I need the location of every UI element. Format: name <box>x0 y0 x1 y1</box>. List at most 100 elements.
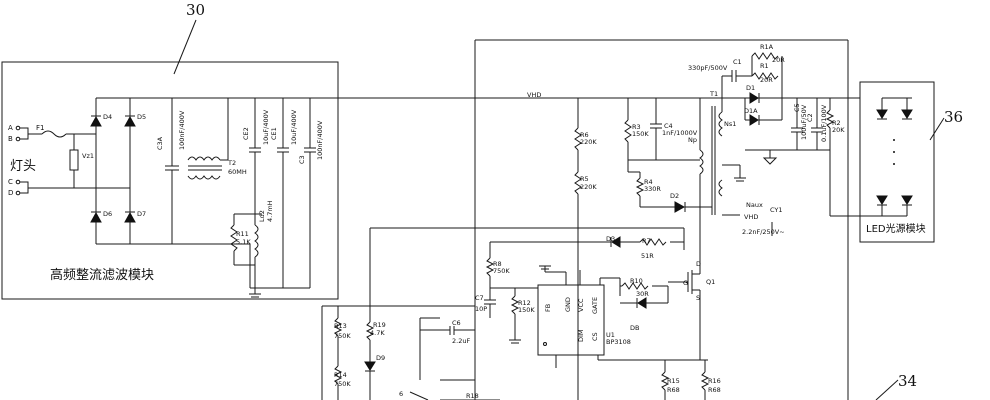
r18-label: R18 <box>466 392 479 400</box>
r7-value: 51R <box>641 252 654 260</box>
r1-value: 20R <box>760 76 773 84</box>
diode-d6 <box>90 211 102 223</box>
r14-label: R14 <box>334 371 347 379</box>
q1-d: D <box>696 260 701 268</box>
d1-label: D1 <box>746 84 755 92</box>
r1-label: R1 <box>760 62 769 70</box>
u1-label: U1 <box>606 331 615 339</box>
q1-s: S <box>696 294 700 302</box>
resistor-r1 <box>751 72 779 80</box>
r2-value: 20K <box>832 126 845 134</box>
r14-value: 750K <box>334 380 351 388</box>
resistor-r19 <box>365 321 375 341</box>
ce2-value: 10uF/400V <box>262 109 270 145</box>
winding-ns1 <box>718 111 723 137</box>
t2-label: T2 <box>227 159 236 167</box>
winding-naux <box>718 179 723 197</box>
u1-part: BP3108 <box>606 338 631 346</box>
resistor-r11 <box>230 224 238 252</box>
diode-d2 <box>674 201 686 213</box>
r4-value: 330R <box>644 185 661 193</box>
cy1-label: CY1 <box>770 206 783 214</box>
resistor-r2 <box>825 109 835 129</box>
callout-30: 30 <box>186 1 205 19</box>
u1-pin-gnd: GND <box>564 297 572 312</box>
lamp-head-label: 灯头 <box>10 159 36 174</box>
f1-label: F1 <box>36 124 44 132</box>
resistor-r8 <box>485 257 495 277</box>
d5-label: D5 <box>137 113 146 121</box>
resistor-r13 <box>333 317 343 337</box>
callout-36: 36 <box>944 108 963 126</box>
c3-label: C3 <box>298 155 306 164</box>
r3-value: 150K <box>632 130 649 138</box>
terminal-d: D <box>8 189 13 197</box>
c6-label: C6 <box>452 319 461 327</box>
ic-u1 <box>537 284 605 356</box>
terminal-b: B <box>8 135 13 143</box>
c3a-label: C3A <box>156 136 164 150</box>
r8-label: R8 <box>493 260 502 268</box>
c3a-value: 100nF/400V <box>178 110 186 150</box>
callout-34-leader <box>875 379 899 400</box>
vz1-label: Vz1 <box>82 152 94 160</box>
r6-value: 220K <box>580 138 597 146</box>
r1a-label: R1A <box>760 43 774 51</box>
q1-g: G <box>683 279 688 287</box>
resistor-r3 <box>624 119 632 143</box>
u1-pin-dim: DIM <box>577 329 585 342</box>
resistor-r1a <box>751 52 779 60</box>
c6-value: 2.2uF <box>452 337 470 345</box>
c5-label: C5 <box>793 103 801 112</box>
diode-db <box>636 297 647 309</box>
c1b-label: C1 <box>733 58 742 66</box>
diode-d1 <box>749 92 760 104</box>
q1-label: Q1 <box>706 278 715 286</box>
r19-value: 4.7K <box>370 329 385 337</box>
d7-label: D7 <box>137 210 146 218</box>
d2-label: D2 <box>670 192 679 200</box>
led-array <box>860 97 913 217</box>
r2-label: R2 <box>832 119 841 127</box>
cy1-value: 2.2nF/250V~ <box>742 228 785 236</box>
led-module-label: LED光源模块 <box>866 222 926 235</box>
varistor-vz1 <box>69 149 79 171</box>
diode-d1a <box>749 114 760 126</box>
ce1-label: CE1 <box>270 127 278 140</box>
r11-label: R11 <box>236 230 249 238</box>
r16-value: R68 <box>708 386 721 394</box>
r15-value: R68 <box>667 386 680 394</box>
r7-label: R7 <box>642 237 651 245</box>
led-module-box <box>859 81 935 243</box>
u1-pin-fb: FB <box>544 304 552 312</box>
d9-label: D9 <box>376 354 385 362</box>
callout-36-leader <box>929 117 945 141</box>
naux-label: Naux <box>746 201 763 209</box>
net-vhd: VHD <box>527 91 541 99</box>
c4-value: 1nF/1000V <box>662 129 698 137</box>
ns1-label: Ns1 <box>724 120 736 128</box>
c7-value: 10P <box>475 305 487 313</box>
t1-label: T1 <box>709 90 718 98</box>
r10-value: 30R <box>636 290 649 298</box>
resistor-r15 <box>660 371 670 391</box>
resistor-r16 <box>700 371 710 391</box>
r12-label: R12 <box>518 299 531 307</box>
u1-pin-cs: CS <box>591 332 599 341</box>
r11-value: 5.1K <box>236 238 251 246</box>
d6-label: D6 <box>103 210 112 218</box>
c3-value: 100nF/400V <box>316 120 324 160</box>
callout-34: 34 <box>898 372 917 390</box>
resistor-r4 <box>635 177 645 197</box>
terminal-c: C <box>8 178 13 186</box>
c5-value: 100uF/50V <box>800 104 808 140</box>
resistor-r5 <box>574 171 582 195</box>
ce2-label: CE2 <box>242 127 250 140</box>
r6-label: R6 <box>580 131 589 139</box>
inductor-ld2 <box>254 224 259 258</box>
db-label: DB <box>630 324 639 332</box>
winding-np <box>699 149 704 175</box>
d1a-label: D1A <box>744 107 758 115</box>
net-vhd-2: VHD <box>744 213 758 221</box>
r1a-value: 20R <box>772 56 785 64</box>
